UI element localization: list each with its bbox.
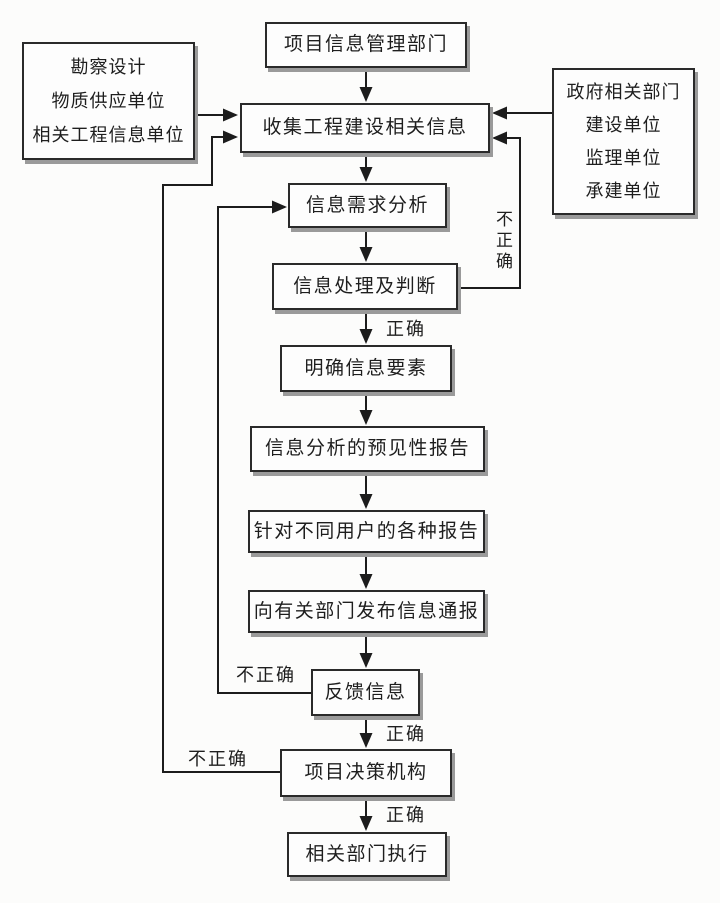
arrow-processing-loop-to-collect [458, 131, 521, 289]
right-source-item: 承建单位 [585, 180, 662, 201]
node-predictive-report: 信息分析的预见性报告 [250, 426, 485, 472]
node-demand-analysis: 信息需求分析 [288, 183, 447, 228]
node-decision-body: 项目决策机构 [280, 749, 452, 797]
node-user-reports: 针对不同用户的各种报告 [248, 510, 485, 553]
label-incorrect-decision-loop: 不正确 [188, 749, 248, 769]
arrow-decision-loop-to-collect [162, 130, 280, 773]
node-execution: 相关部门执行 [287, 832, 447, 877]
label-correct-after-feedback: 正确 [386, 724, 426, 744]
node-feedback: 反馈信息 [311, 669, 420, 716]
right-source-item: 建设单位 [585, 114, 662, 135]
node-top-department: 项目信息管理部门 [265, 22, 467, 68]
arrow-feedback-loop-to-demand [217, 200, 311, 694]
label-correct-after-processing: 正确 [386, 319, 426, 339]
node-processing-judgement: 信息处理及判断 [272, 263, 458, 310]
label-correct-after-decision: 正确 [386, 805, 426, 825]
label-incorrect-feedback-loop: 不正确 [236, 665, 296, 685]
node-right-sources: 政府相关部门 建设单位 监理单位 承建单位 [552, 68, 695, 215]
right-source-item: 政府相关部门 [566, 81, 681, 102]
node-left-sources: 勘察设计 物质供应单位 相关工程信息单位 [22, 42, 195, 160]
label-incorrect-processing-loop: 不正确 [493, 210, 512, 273]
node-issue-notification: 向有关部门发布信息通报 [248, 590, 485, 633]
node-clarify-elements: 明确信息要素 [280, 345, 452, 392]
left-source-item: 物质供应单位 [51, 90, 166, 111]
right-source-item: 监理单位 [585, 147, 662, 168]
node-collect-info: 收集工程建设相关信息 [240, 103, 490, 153]
left-source-item: 勘察设计 [70, 56, 147, 77]
left-source-item: 相关工程信息单位 [32, 124, 185, 145]
